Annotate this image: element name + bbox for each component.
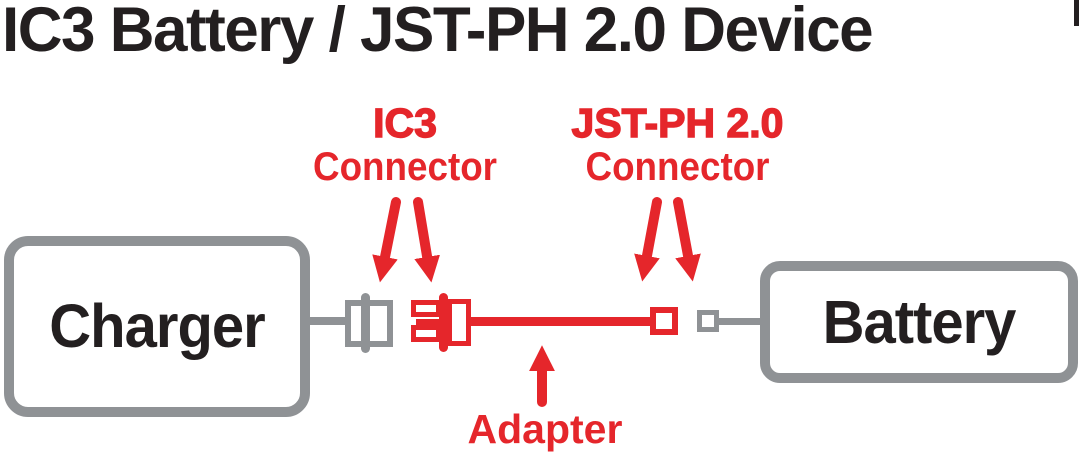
ic3-pointer-right-arrow-icon bbox=[413, 197, 440, 283]
ic3-connector-red-prong-bottom bbox=[411, 325, 441, 342]
cropped-edge-mark bbox=[1074, 0, 1079, 26]
ic3-connector-red-prong-middle bbox=[416, 319, 441, 325]
label-jst-title: JST-PH 2.0 bbox=[571, 100, 784, 146]
jst-pointer-left-arrow-icon bbox=[634, 197, 662, 282]
charger-label: Charger bbox=[49, 292, 265, 361]
label-ic3-subtitle: Connector bbox=[313, 145, 497, 189]
label-ic3-connector: IC3 Connector bbox=[290, 100, 520, 189]
ic3-connector-red-prong-top bbox=[411, 300, 441, 317]
label-ic3-title: IC3 bbox=[372, 100, 437, 146]
battery-label: Battery bbox=[822, 287, 1017, 357]
battery-wire bbox=[716, 318, 762, 325]
ic3-connector-gray-latch bbox=[361, 293, 370, 353]
ic3-connector-red-latch bbox=[439, 293, 448, 352]
charger-wire bbox=[306, 317, 346, 325]
jst-pointer-right-arrow-icon bbox=[673, 197, 701, 282]
ic3-connector-red-body bbox=[447, 299, 471, 346]
label-jst-connector: JST-PH 2.0 Connector bbox=[545, 100, 810, 189]
adapter-label: Adapter bbox=[467, 406, 623, 452]
page-title: IC3 Battery / JST-PH 2.0 Device bbox=[2, 0, 874, 66]
battery-box: Battery bbox=[760, 261, 1078, 383]
adapter-wire bbox=[468, 317, 652, 326]
label-jst-subtitle: Connector bbox=[585, 145, 770, 189]
charger-box: Charger bbox=[4, 236, 310, 417]
jst-ph-connector-red bbox=[650, 307, 678, 335]
jst-ph-connector-gray bbox=[697, 310, 719, 332]
ic3-pointer-left-arrow-icon bbox=[372, 197, 401, 283]
